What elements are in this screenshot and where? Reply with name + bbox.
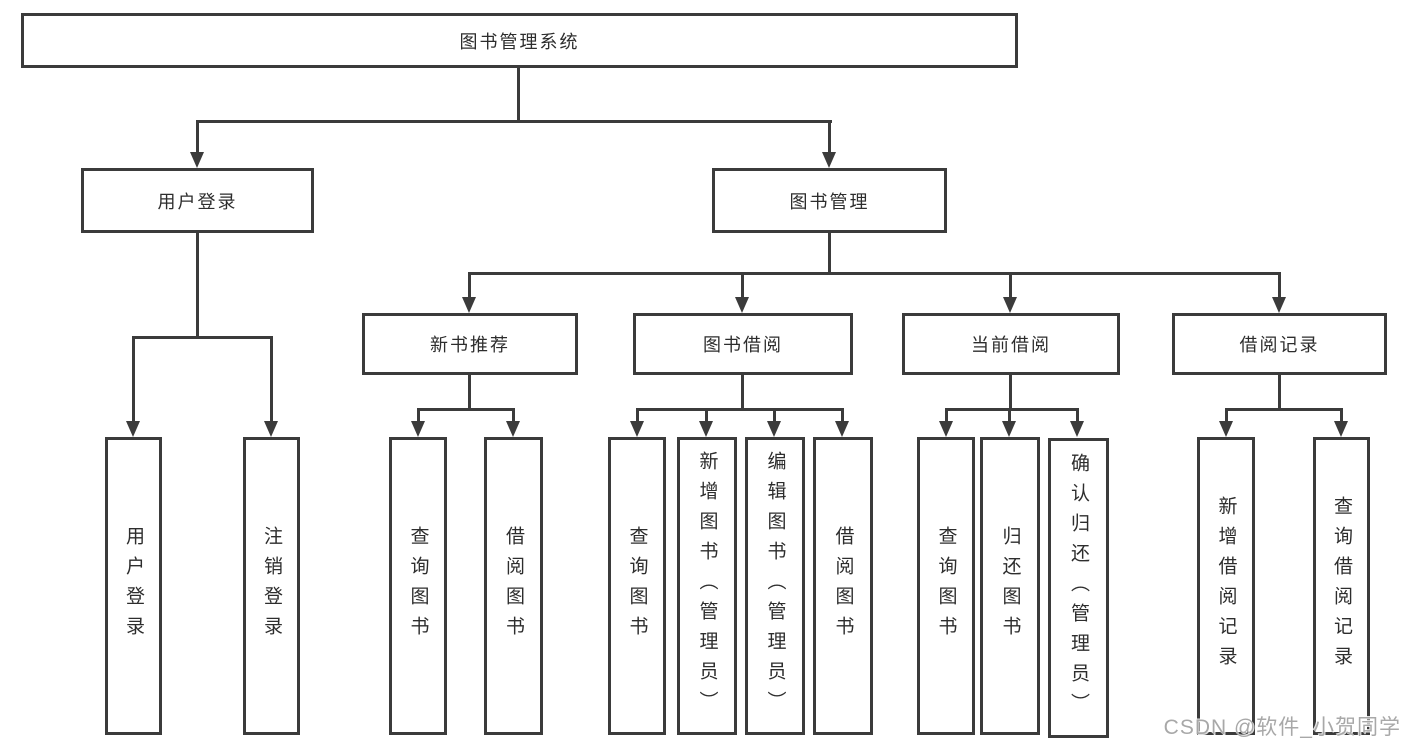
node-label: 查询图书 xyxy=(626,526,648,646)
connector-line xyxy=(741,375,744,411)
node-label: 新书推荐 xyxy=(430,335,510,355)
connector-line xyxy=(636,408,639,424)
arrowhead-down-icon xyxy=(506,421,520,437)
connector-line xyxy=(468,272,1281,275)
connector-line xyxy=(1225,408,1343,411)
node-user-login: 用户登录 xyxy=(81,168,314,233)
arrowhead-down-icon xyxy=(126,421,140,437)
connector-line xyxy=(828,120,831,156)
node-add-borrow-record: 新增借阅记录 xyxy=(1197,437,1255,735)
connector-line xyxy=(1009,272,1012,300)
node-borrow-books-1: 借阅图书 xyxy=(484,437,543,735)
connector-line xyxy=(196,120,199,156)
connector-line xyxy=(270,336,273,424)
connector-line xyxy=(1008,408,1011,424)
node-current-borrowing: 当前借阅 xyxy=(902,313,1120,375)
arrowhead-down-icon xyxy=(190,152,204,168)
arrowhead-down-icon xyxy=(822,152,836,168)
node-label: 查询借阅记录 xyxy=(1331,496,1352,676)
connector-line xyxy=(741,272,744,300)
node-logout: 注销登录 xyxy=(243,437,300,735)
node-query-borrow-record: 查询借阅记录 xyxy=(1313,437,1370,735)
arrowhead-down-icon xyxy=(1002,421,1016,437)
csdn-watermark: CSDN @软件_小贺同学 xyxy=(1163,716,1401,739)
node-label: 当前借阅 xyxy=(971,335,1051,355)
arrowhead-down-icon xyxy=(462,297,476,313)
connector-line xyxy=(417,408,515,411)
arrowhead-down-icon xyxy=(630,421,644,437)
node-label: 借阅图书 xyxy=(503,526,524,646)
node-user-login-leaf: 用户登录 xyxy=(105,437,162,735)
arrowhead-down-icon xyxy=(1334,421,1348,437)
connector-line xyxy=(828,233,831,275)
connector-line xyxy=(517,68,520,123)
connector-line xyxy=(417,408,420,424)
node-new-book-recommend: 新书推荐 xyxy=(362,313,578,375)
node-confirm-return-admin: 确认归还（管理员） xyxy=(1048,438,1109,738)
node-library-management-system: 图书管理系统 xyxy=(21,13,1018,68)
connector-line xyxy=(1225,408,1228,424)
node-borrowing-records: 借阅记录 xyxy=(1172,313,1387,375)
node-label: 图书借阅 xyxy=(703,335,783,355)
connector-line xyxy=(773,408,776,424)
arrowhead-down-icon xyxy=(767,421,781,437)
node-label: 查询图书 xyxy=(935,526,957,646)
connector-line xyxy=(945,408,1079,411)
node-label: 注销登录 xyxy=(261,526,282,646)
node-label: 编辑图书（管理员） xyxy=(764,451,786,721)
node-book-borrowing: 图书借阅 xyxy=(633,313,853,375)
node-label: 新增图书（管理员） xyxy=(696,451,718,721)
node-book-management: 图书管理 xyxy=(712,168,947,233)
arrowhead-down-icon xyxy=(699,421,713,437)
arrowhead-down-icon xyxy=(411,421,425,437)
node-label: 用户登录 xyxy=(123,526,144,646)
connector-line xyxy=(1278,375,1281,411)
arrowhead-down-icon xyxy=(1219,421,1233,437)
connector-line xyxy=(1076,408,1079,424)
node-query-books-1: 查询图书 xyxy=(389,437,447,735)
node-add-books-admin: 新增图书（管理员） xyxy=(677,437,737,735)
arrowhead-down-icon xyxy=(735,297,749,313)
node-label: 借阅记录 xyxy=(1239,335,1320,355)
node-borrow-books-2: 借阅图书 xyxy=(813,437,873,735)
node-query-books-2: 查询图书 xyxy=(608,437,666,735)
arrowhead-down-icon xyxy=(1003,297,1017,313)
connector-line xyxy=(468,375,471,411)
connector-line xyxy=(132,336,273,339)
connector-line xyxy=(196,233,199,339)
connector-line xyxy=(636,408,844,411)
node-edit-books-admin: 编辑图书（管理员） xyxy=(745,437,805,735)
node-return-books: 归还图书 xyxy=(980,437,1040,735)
node-label: 归还图书 xyxy=(999,526,1021,646)
connector-line xyxy=(1340,408,1343,424)
arrowhead-down-icon xyxy=(835,421,849,437)
node-label: 图书管理 xyxy=(789,191,870,212)
node-label: 用户登录 xyxy=(157,191,238,212)
node-label: 查询图书 xyxy=(407,526,429,646)
node-label: 图书管理系统 xyxy=(459,31,580,52)
arrowhead-down-icon xyxy=(264,421,278,437)
connector-line xyxy=(1009,375,1012,411)
arrowhead-down-icon xyxy=(939,421,953,437)
connector-line xyxy=(132,336,135,424)
connector-line xyxy=(468,272,471,300)
arrowhead-down-icon xyxy=(1272,297,1286,313)
connector-line xyxy=(196,120,832,123)
connector-line xyxy=(841,408,844,424)
node-query-books-3: 查询图书 xyxy=(917,437,975,735)
node-label: 确认归还（管理员） xyxy=(1068,453,1089,723)
node-label: 借阅图书 xyxy=(832,526,854,646)
arrowhead-down-icon xyxy=(1070,421,1084,437)
node-label: 新增借阅记录 xyxy=(1215,496,1237,676)
connector-line xyxy=(512,408,515,424)
connector-line xyxy=(945,408,948,424)
connector-line xyxy=(1278,272,1281,300)
connector-line xyxy=(705,408,708,424)
